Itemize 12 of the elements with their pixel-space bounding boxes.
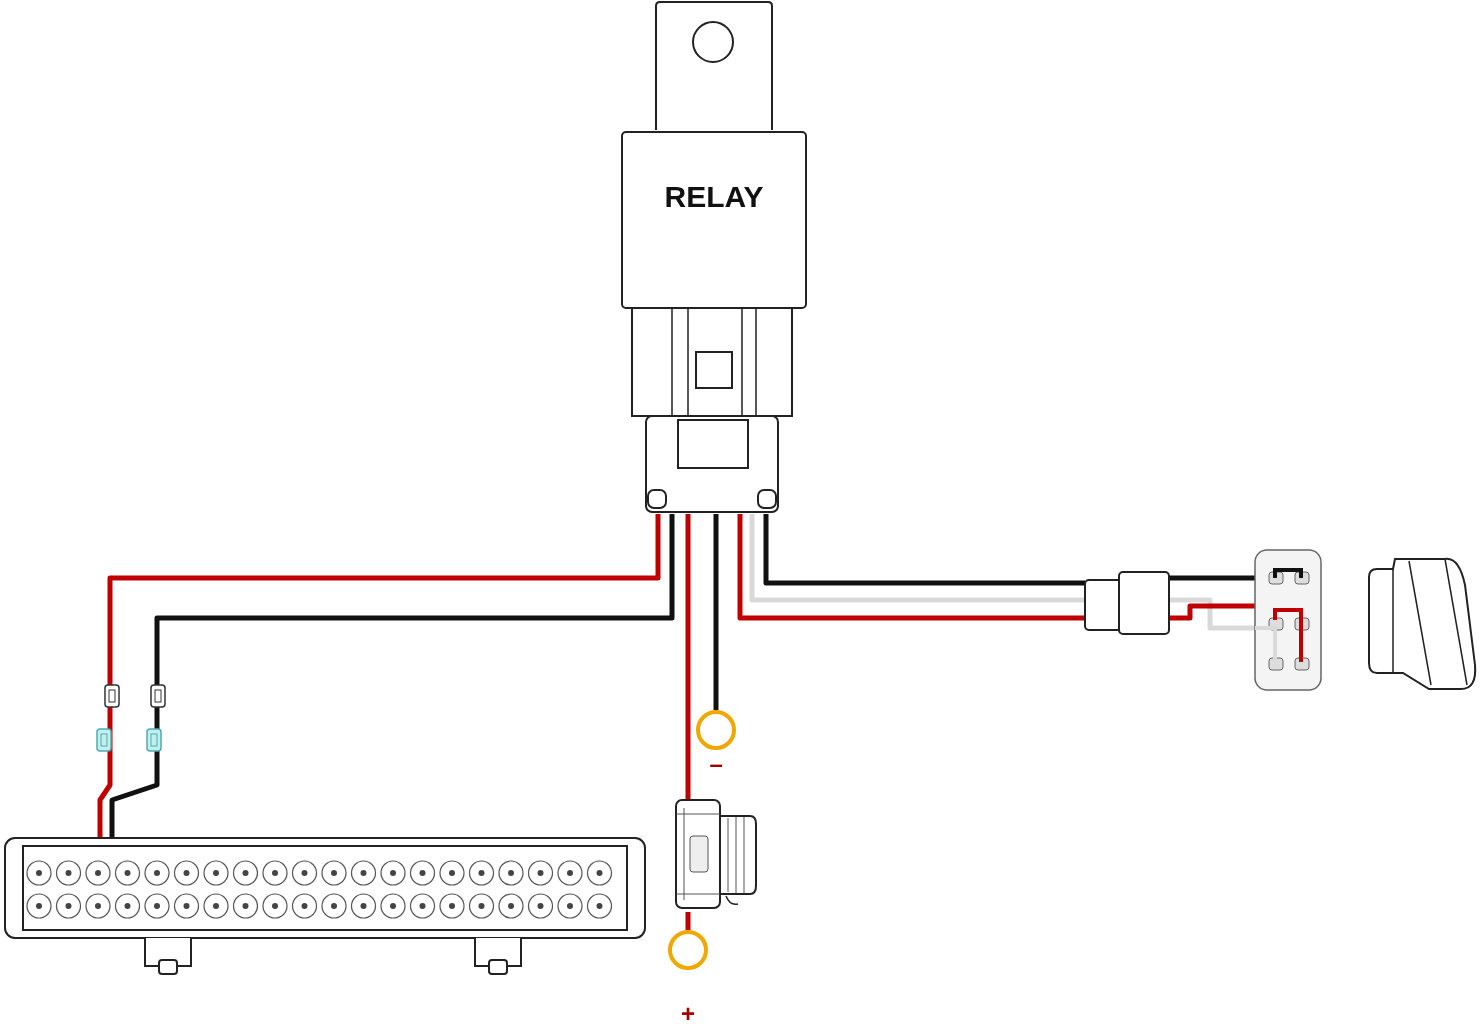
wire [749, 514, 1085, 603]
wire [685, 912, 691, 930]
relay-label: RELAY [664, 180, 764, 214]
wire [1170, 597, 1255, 631]
wire [737, 514, 1085, 621]
wire [713, 514, 719, 710]
polarity-sign: – [709, 750, 723, 778]
wire [1170, 603, 1255, 621]
wire [685, 514, 691, 800]
wire [763, 514, 1085, 586]
polarity-sign: + [681, 1000, 695, 1028]
wire [1170, 575, 1255, 581]
